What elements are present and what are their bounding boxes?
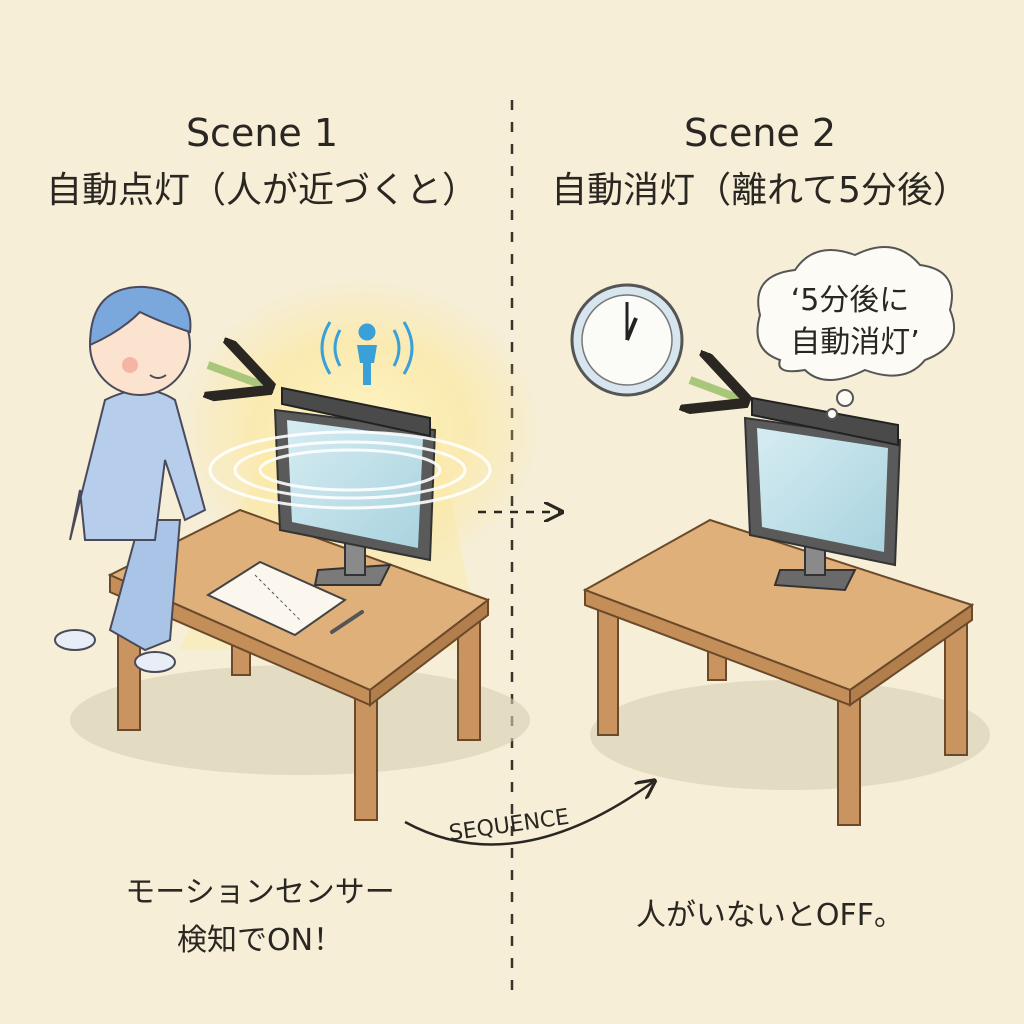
scene2-subtitle: 自動消灯（離れて5分後） bbox=[551, 170, 969, 211]
scene2-caption: 人がいないとOFF。 bbox=[636, 898, 904, 933]
thought-bubble bbox=[756, 246, 955, 420]
scene2-shadow bbox=[590, 680, 990, 790]
bubble-line-1: ‘5分後に bbox=[791, 283, 910, 318]
sequence-label: SEQUENCE bbox=[447, 805, 570, 847]
scene1-caption-line2: 検知でON！ bbox=[177, 923, 343, 958]
arrow-to-light bbox=[208, 365, 262, 385]
scene1-title: Scene 1 bbox=[186, 111, 338, 155]
scene2-monitor bbox=[743, 396, 902, 592]
boy-figure bbox=[54, 285, 207, 673]
motion-waves bbox=[208, 430, 492, 510]
notebook-icon bbox=[205, 560, 364, 637]
scene1-shadow bbox=[70, 665, 530, 775]
scene2-desk bbox=[582, 518, 975, 826]
person-sensor-icon bbox=[320, 321, 414, 385]
scene1-subtitle: 自動点灯（人が近づくと） bbox=[46, 170, 478, 211]
arrow-to-light-scene2 bbox=[690, 380, 738, 398]
bubble-line-2: 自動消灯’ bbox=[790, 325, 920, 360]
sequence-arrow bbox=[404, 782, 653, 846]
scene1-caption-line1: モーションセンサー bbox=[125, 875, 394, 910]
scene2-title: Scene 2 bbox=[684, 111, 836, 155]
clock-icon bbox=[570, 283, 684, 397]
